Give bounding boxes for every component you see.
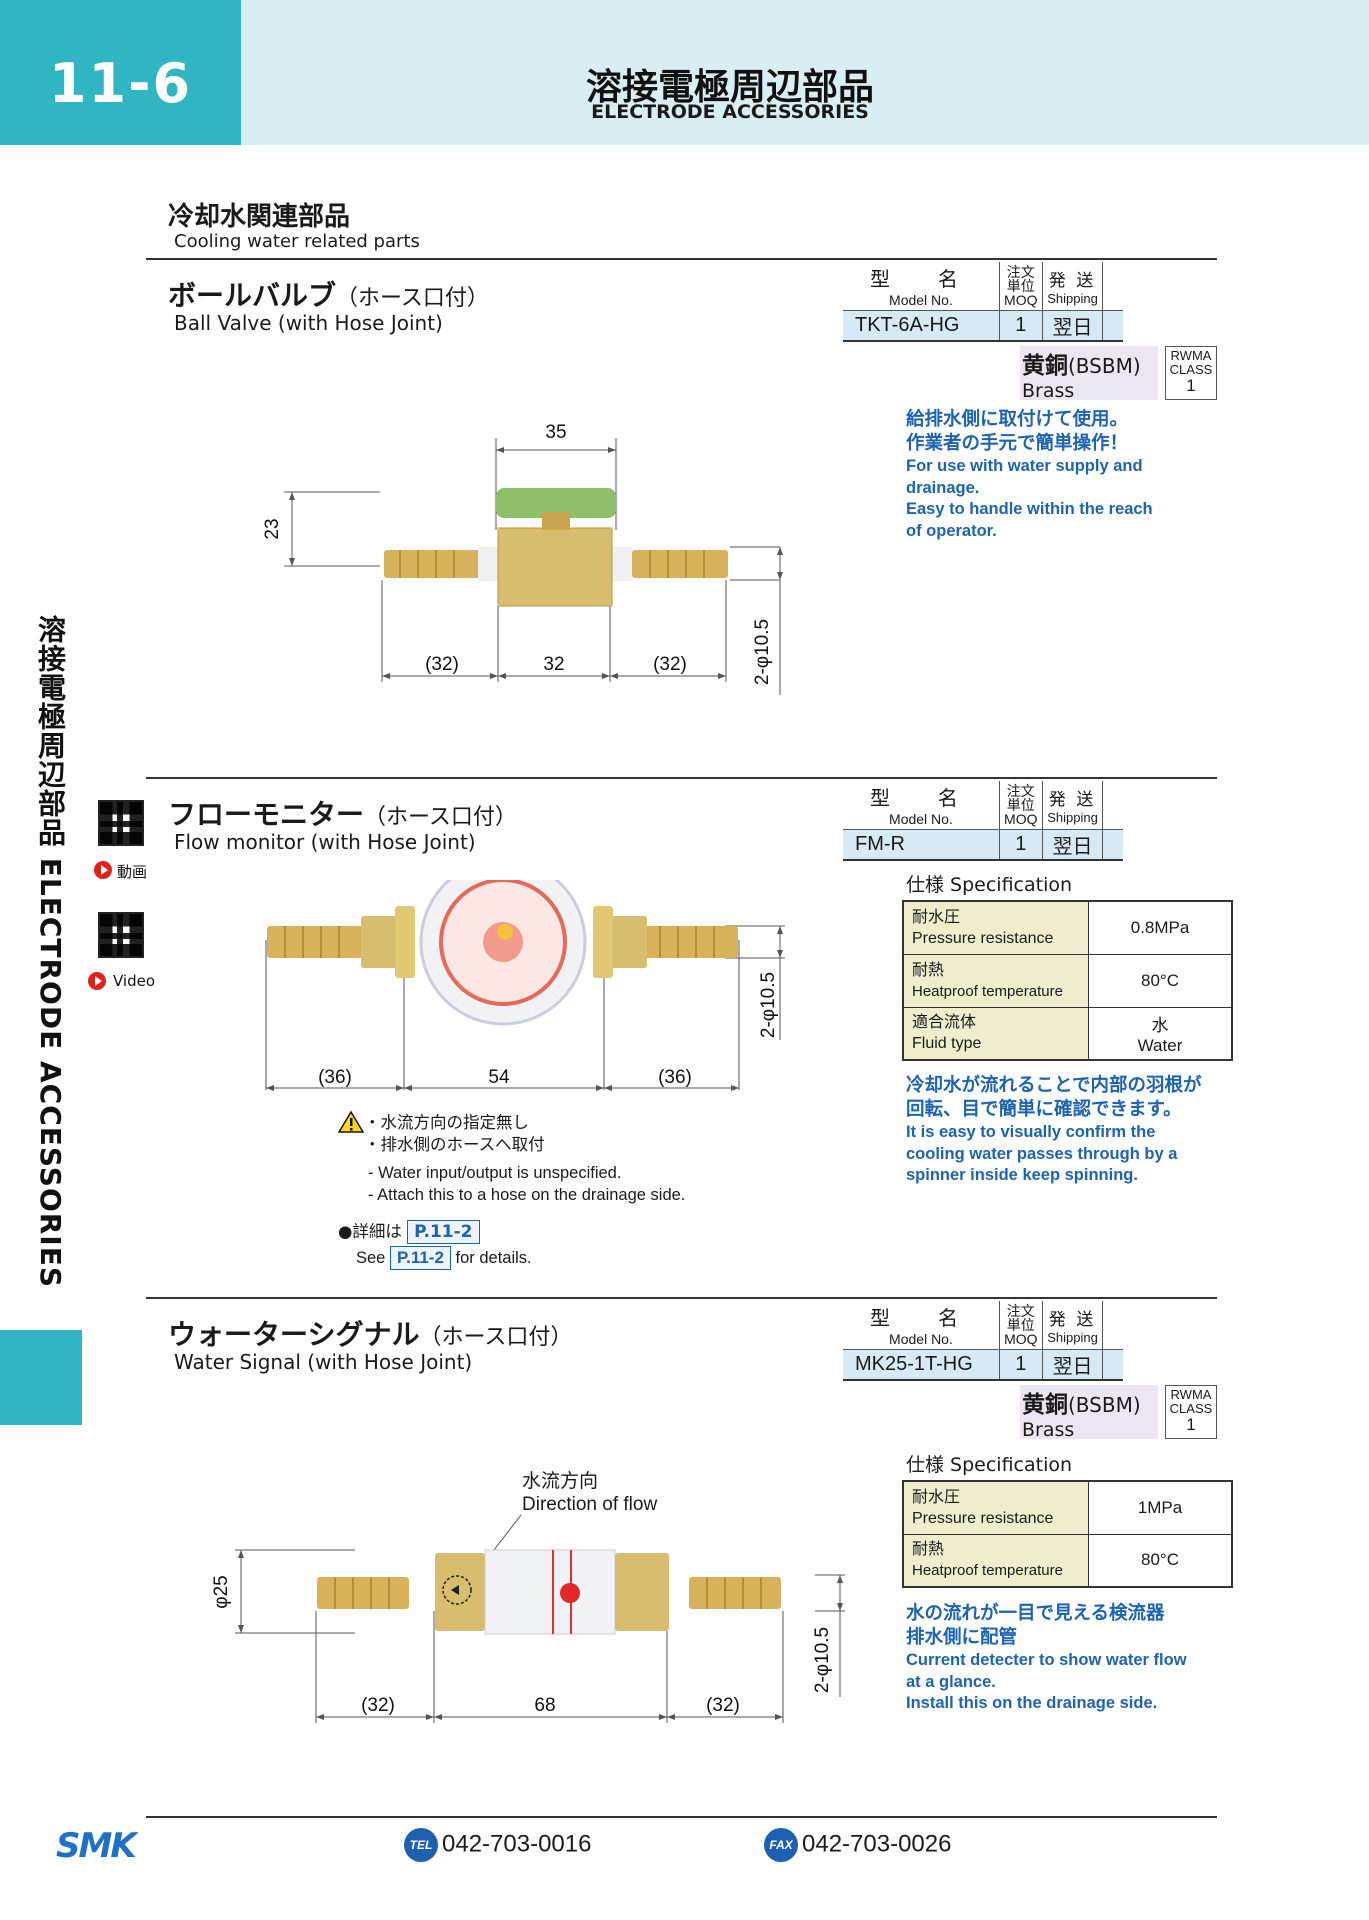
product-name-en: Ball Valve (with Hose Joint) <box>174 311 443 335</box>
product-name-jp: フローモニター（ホース口付） <box>168 798 517 831</box>
model-number: MK25-1T-HG <box>843 1348 1000 1381</box>
page-title-en: ELECTRODE ACCESSORIES <box>591 101 869 123</box>
material-box: 黄銅(BSBM) Brass <box>1020 346 1158 402</box>
fax-icon: FAX <box>764 1828 798 1862</box>
divider <box>146 258 1217 260</box>
material-box: 黄銅(BSBM) Brass <box>1020 1385 1158 1441</box>
reference-jp: ●詳細は P.11-2 <box>338 1220 480 1244</box>
divider <box>146 1297 1217 1299</box>
page-title-jp: 溶接電極周辺部品 <box>585 67 874 108</box>
play-icon[interactable] <box>88 972 106 990</box>
dim-height: 23 <box>262 518 283 539</box>
spec-title: 仕様 Specification <box>906 1454 1073 1476</box>
video-label-en[interactable]: Video <box>113 972 156 990</box>
dim-hose: 2-φ10.5 <box>752 619 773 685</box>
page-number-box <box>0 0 241 145</box>
section-title-en: Cooling water related parts <box>174 231 420 252</box>
dim-hose: 2-φ10.5 <box>812 1627 833 1693</box>
dim-right: (32) <box>653 654 687 675</box>
company-logo: SMK <box>56 1826 137 1866</box>
product-name-en: Water Signal (with Hose Joint) <box>174 1350 473 1374</box>
dim-mid: 54 <box>488 1067 510 1088</box>
divider <box>146 777 1217 779</box>
page-reference-link[interactable]: P.11-2 <box>389 1246 451 1270</box>
shipping-value: 翌日 <box>1041 828 1103 861</box>
spec-title: 仕様 Specification <box>906 874 1073 896</box>
play-icon[interactable] <box>94 861 112 879</box>
rwma-class-box: RWMA CLASS 1 <box>1165 1385 1217 1439</box>
tel-icon: TEL <box>404 1828 438 1862</box>
shipping-value: 翌日 <box>1041 309 1103 342</box>
side-tab-marker <box>0 1330 82 1425</box>
flow-direction-label-jp: 水流方向 <box>522 1470 599 1492</box>
reference-en: See P.11-2 for details. <box>356 1246 532 1270</box>
page-reference-link[interactable]: P.11-2 <box>407 1220 480 1244</box>
flow-monitor-drawing: (36) 54 (36) 2-φ10.5 <box>265 880 785 1091</box>
page-number: 11-6 <box>48 52 193 115</box>
dim-hose: 2-φ10.5 <box>758 972 779 1038</box>
side-vertical-label: 溶接電極周辺部品 ELECTRODE ACCESSORIES <box>34 615 67 1289</box>
video-label-jp[interactable]: 動画 <box>117 863 148 881</box>
product-description: 冷却水が流れることで内部の羽根が 回転、目で簡単に確認できます。 It is e… <box>906 1075 1202 1184</box>
product-name-jp: ウォーターシグナル（ホース口付） <box>168 1318 573 1351</box>
dim-left: (36) <box>318 1067 352 1088</box>
product-description: 水の流れが一目で見える検流器 排水側に配管 Current detecter t… <box>906 1603 1187 1712</box>
moq-value: 1 <box>998 828 1043 861</box>
dim-mid: 32 <box>543 654 564 675</box>
footer-divider <box>146 1816 1217 1818</box>
qr-code-jp[interactable] <box>98 800 144 846</box>
section-title-jp: 冷却水関連部品 <box>168 202 351 232</box>
dim-left: (32) <box>361 1695 395 1716</box>
qr-code-en[interactable] <box>98 912 144 958</box>
flow-direction-label-en: Direction of flow <box>522 1494 658 1515</box>
dim-right: (36) <box>658 1067 692 1088</box>
dim-top: 35 <box>545 422 566 443</box>
moq-value: 1 <box>998 1348 1043 1381</box>
model-number: TKT-6A-HG <box>843 309 1000 342</box>
dim-right: (32) <box>706 1695 740 1716</box>
dim-mid: 68 <box>534 1695 555 1716</box>
rwma-class-box: RWMA CLASS 1 <box>1165 346 1217 400</box>
product-name-jp: ボールバルブ（ホース口付） <box>168 279 489 312</box>
note-en: - Water input/output is unspecified. - A… <box>368 1164 686 1204</box>
moq-value: 1 <box>998 309 1043 342</box>
warning-icon <box>338 1110 364 1133</box>
note-jp: ・水流方向の指定無し ・排水側のホースへ取付 <box>364 1113 545 1154</box>
shipping-value: 翌日 <box>1041 1348 1103 1381</box>
dim-height: φ25 <box>211 1575 232 1608</box>
water-signal-drawing: φ25 (32) 68 (32) 2-φ10.5 <box>211 1514 845 1723</box>
product-description: 給排水側に取付けて使用。 作業者の手元で簡単操作！ For use with w… <box>906 409 1153 540</box>
ball-valve-drawing: 35 23 (32) 32 (32) 2-φ10.5 <box>262 422 783 695</box>
dim-left: (32) <box>425 654 459 675</box>
product-name-en: Flow monitor (with Hose Joint) <box>174 830 476 854</box>
model-number: FM-R <box>843 828 1000 861</box>
